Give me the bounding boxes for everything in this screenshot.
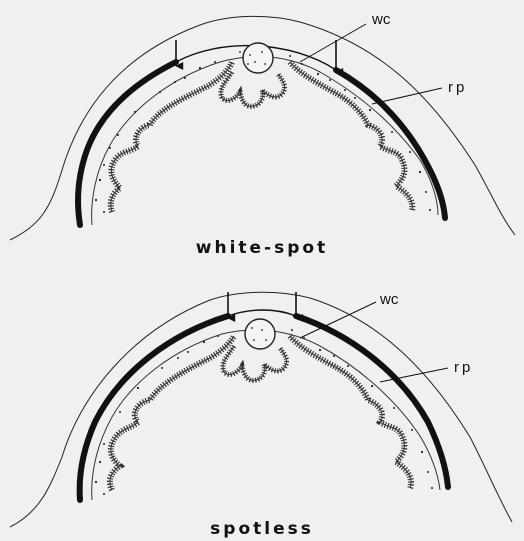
caption-white-spot: white-spot [196, 238, 328, 258]
epithelium-right [290, 336, 411, 488]
epithelium-right-edge [290, 336, 411, 488]
cortex-left [80, 316, 228, 500]
section-inner-edge [92, 330, 440, 500]
epithelium-left [110, 336, 234, 490]
label-rp: rp [448, 79, 467, 96]
epithelium-right [290, 62, 412, 210]
cortex-top [228, 310, 296, 316]
label-rp: rp [454, 359, 473, 376]
central-lobes-edge [221, 72, 285, 106]
label-wc: wc [379, 291, 399, 308]
caption-spotless: spotless [210, 519, 314, 539]
nerve-cord [245, 319, 275, 349]
cortex-right [336, 70, 445, 218]
panel-spotless: wc rp spotless [10, 291, 512, 539]
central-lobes [221, 72, 285, 106]
epithelium-left-edge [110, 336, 234, 490]
leader-wc [300, 24, 366, 62]
nerve-cord [243, 43, 273, 73]
leader-rp [372, 88, 442, 104]
label-wc: wc [371, 11, 391, 28]
central-lobes [223, 346, 287, 380]
panel-white-spot: wc rp white-spot [10, 11, 515, 258]
central-lobes-edge [223, 346, 287, 380]
